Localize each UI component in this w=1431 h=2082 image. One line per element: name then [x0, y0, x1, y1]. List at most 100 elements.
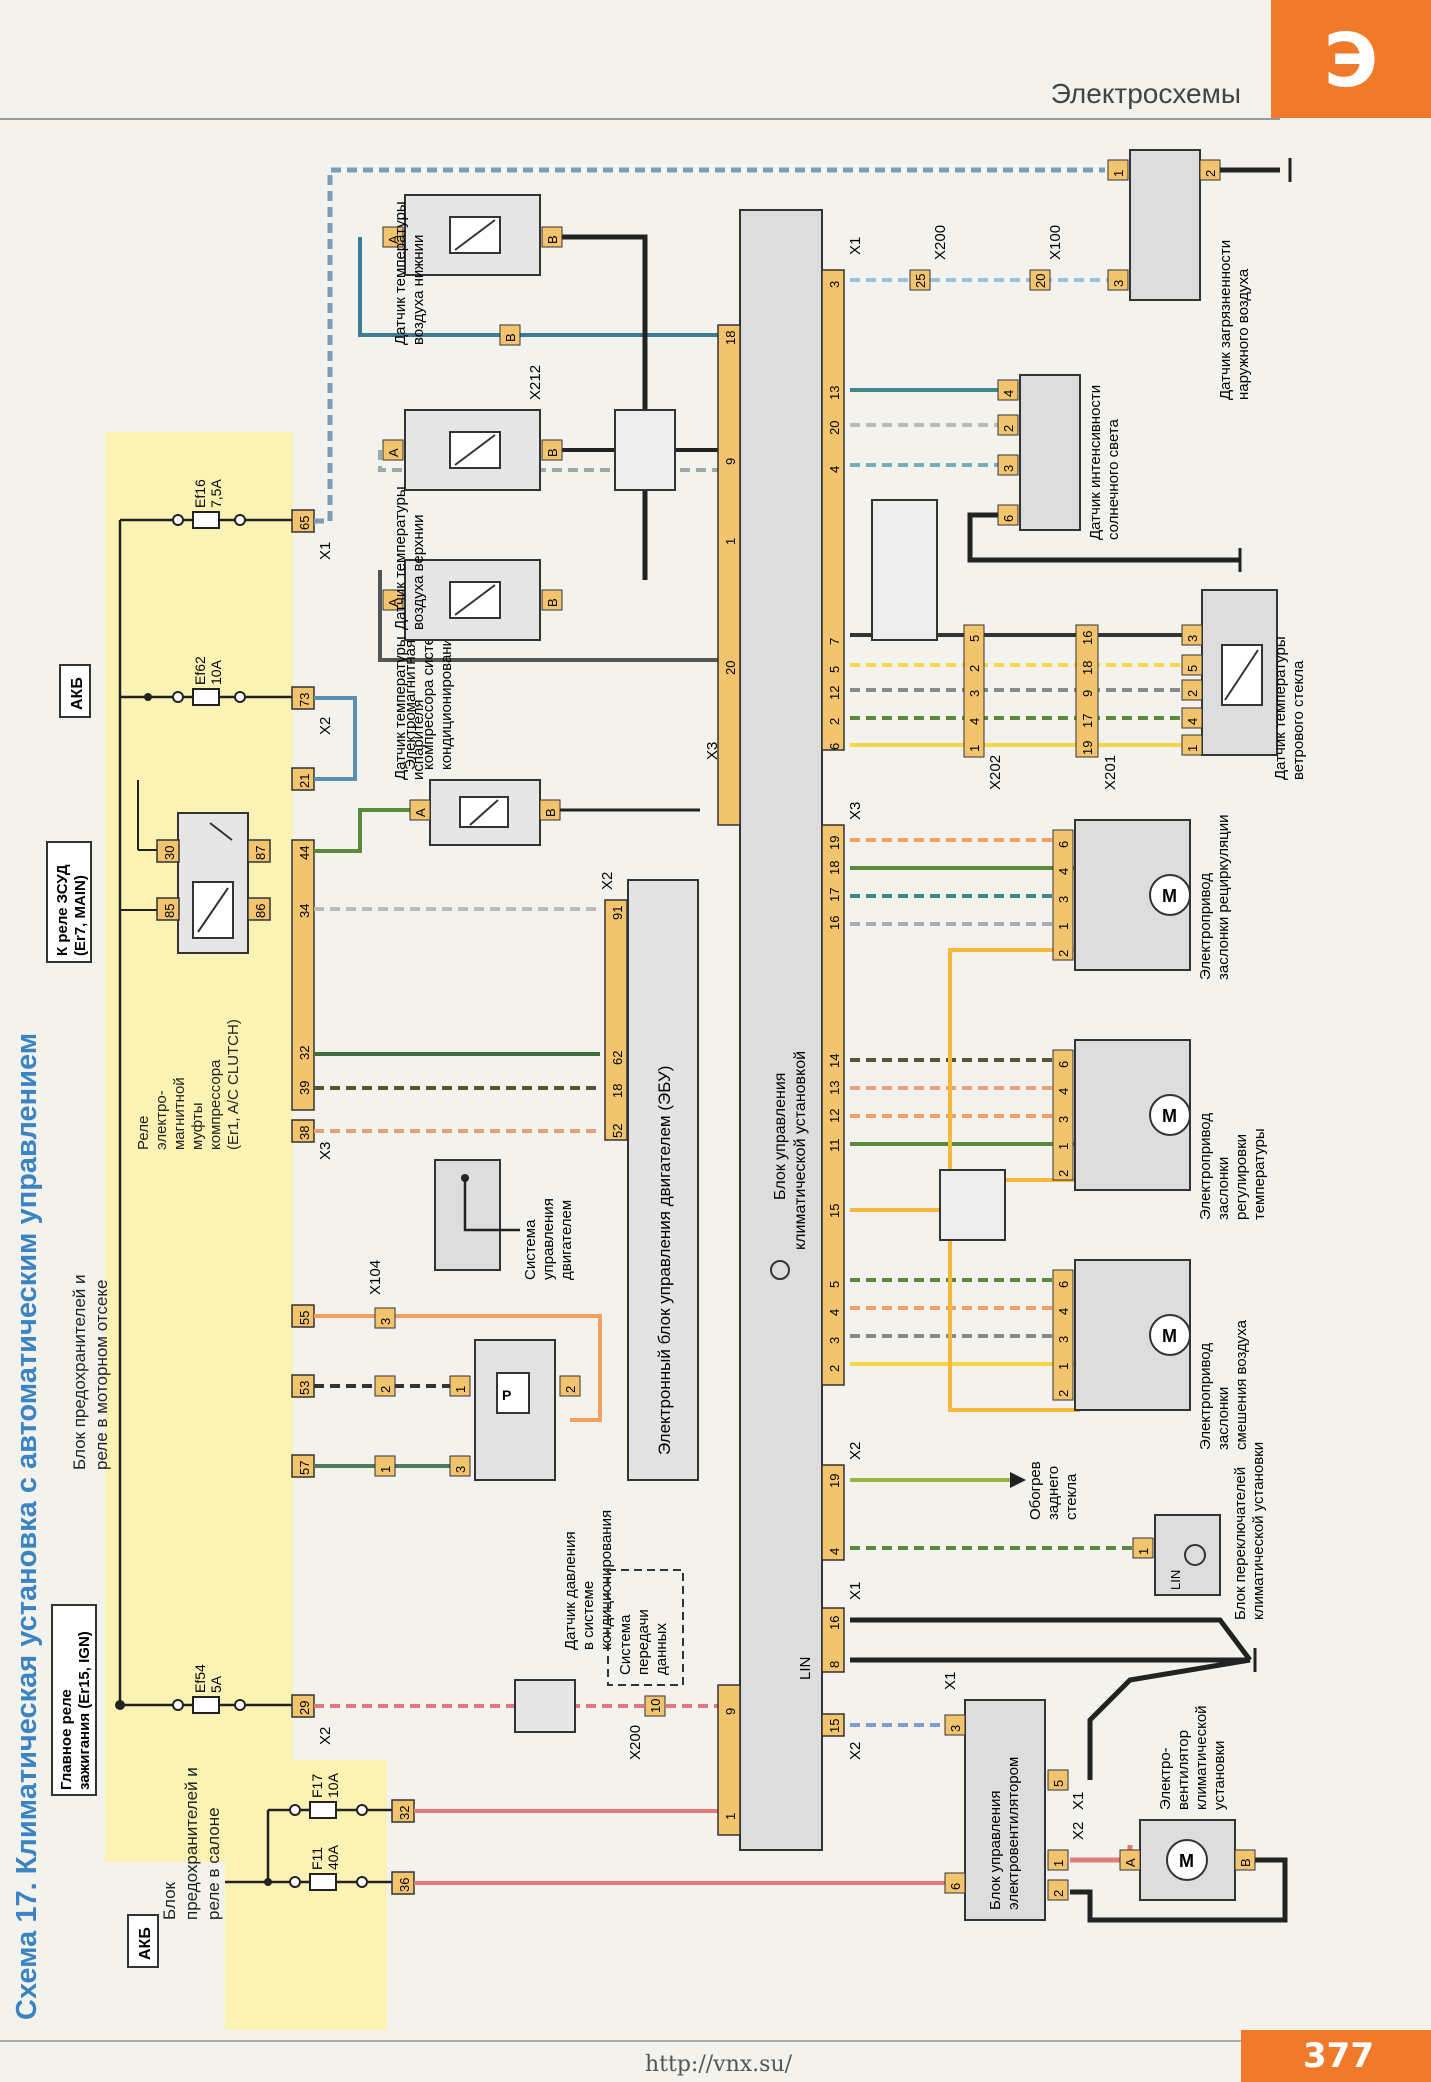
svg-text:LIN: LIN — [797, 1657, 814, 1680]
svg-text:X100: X100 — [1047, 225, 1064, 260]
wiring-diagram: Схема 17. Климатическая установка с авто… — [11, 149, 1307, 2030]
climate-control-unit: 18 9 1 20 X3 9 1 3 13 20 4 7 5 12 2 6 X1… — [704, 209, 864, 1851]
svg-text:5: 5 — [967, 635, 982, 642]
svg-text:2: 2 — [1203, 170, 1218, 177]
svg-text:B: B — [503, 333, 518, 342]
engine-block-connector: 65 73 21 44 34 32 39 38 55 53 57 29 X1 X… — [291, 509, 334, 1745]
svg-text:X2: X2 — [599, 872, 616, 890]
svg-text:компрессора системы: компрессора системы — [420, 616, 437, 770]
actuator-splice — [939, 1169, 1006, 1241]
svg-text:2: 2 — [378, 1386, 393, 1393]
svg-text:3: 3 — [1001, 465, 1016, 472]
svg-text:20: 20 — [827, 421, 842, 435]
svg-text:регулировки: регулировки — [1233, 1134, 1250, 1220]
svg-text:38: 38 — [297, 1126, 312, 1140]
footer-url[interactable]: http://vnx.su/ — [645, 2052, 793, 2077]
cabin-fuse-block-label: Блок предохранителей и реле в салоне — [160, 1767, 223, 1920]
svg-text:86: 86 — [253, 904, 268, 918]
svg-text:X1: X1 — [847, 1582, 864, 1600]
svg-text:X3: X3 — [704, 742, 721, 760]
svg-text:5: 5 — [827, 1281, 842, 1288]
svg-text:2: 2 — [563, 1386, 578, 1393]
svg-text:5: 5 — [827, 666, 842, 673]
svg-text:2: 2 — [1051, 1890, 1066, 1897]
svg-text:13: 13 — [827, 386, 842, 400]
svg-text:B: B — [1238, 1858, 1253, 1867]
svg-text:Датчик температуры: Датчик температуры — [1272, 636, 1289, 780]
svg-text:16: 16 — [1080, 631, 1095, 645]
svg-text:воздуха нижнии: воздуха нижнии — [410, 235, 427, 345]
svg-text:X1: X1 — [847, 237, 864, 255]
svg-text:Электронный блок управления дв: Электронный блок управления двигателем (… — [655, 1066, 674, 1455]
svg-text:4: 4 — [827, 1548, 842, 1555]
svg-text:Датчик температуры: Датчик температуры — [392, 636, 409, 780]
svg-text:стекла: стекла — [1063, 1473, 1080, 1520]
svg-text:1: 1 — [1136, 1548, 1151, 1555]
svg-text:15: 15 — [827, 1204, 842, 1218]
svg-text:X2: X2 — [847, 1742, 864, 1760]
svg-text:воздуха верхнии: воздуха верхнии — [410, 515, 427, 630]
svg-text:11: 11 — [827, 1139, 842, 1153]
svg-text:9: 9 — [723, 1708, 738, 1715]
svg-text:1: 1 — [453, 1386, 468, 1393]
svg-text:Электропривод: Электропривод — [1197, 1113, 1214, 1220]
svg-text:ветрового стекла: ветрового стекла — [1290, 660, 1307, 780]
svg-text:реле в моторном отсеке: реле в моторном отсеке — [92, 1280, 111, 1470]
svg-text:85: 85 — [162, 904, 177, 918]
svg-text:16: 16 — [827, 916, 842, 930]
svg-text:A: A — [386, 235, 401, 244]
sensor-splice — [614, 409, 676, 491]
svg-text:электро-: электро- — [153, 1090, 170, 1150]
svg-text:17: 17 — [1080, 714, 1095, 728]
svg-text:M: M — [1162, 1326, 1177, 1346]
svg-text:10A: 10A — [325, 1772, 341, 1798]
svg-text:2: 2 — [827, 1365, 842, 1372]
svg-text:Ef62: Ef62 — [192, 656, 208, 685]
svg-text:1: 1 — [723, 1813, 738, 1820]
svg-text:Датчик температуры: Датчик температуры — [392, 486, 409, 630]
svg-text:4: 4 — [1001, 390, 1016, 397]
svg-text:3: 3 — [1185, 635, 1200, 642]
svg-text:25: 25 — [913, 274, 928, 288]
svg-text:реле в салоне: реле в салоне — [204, 1807, 223, 1920]
svg-text:Блок: Блок — [160, 1881, 179, 1920]
svg-text:вентилятор: вентилятор — [1175, 1730, 1192, 1810]
engine-fuse-block-label: Блок предохранителей и реле в моторном о… — [70, 1275, 111, 1470]
battery-top: АКБ — [59, 664, 91, 718]
svg-text:40A: 40A — [325, 1844, 341, 1870]
svg-text:X200: X200 — [627, 1725, 644, 1760]
svg-text:(Er7, MAIN): (Er7, MAIN) — [72, 875, 89, 956]
svg-text:кондиционирования: кондиционирования — [598, 1510, 615, 1650]
svg-text:Реле: Реле — [135, 1116, 152, 1150]
svg-text:3: 3 — [827, 1337, 842, 1344]
svg-text:магнитной: магнитной — [171, 1077, 188, 1150]
main-relay-label: Главное реле зажигания (Er15, IGN) — [51, 1604, 97, 1796]
svg-text:АКБ: АКБ — [137, 1927, 154, 1960]
svg-text:5: 5 — [1051, 1780, 1066, 1787]
svg-text:зажигания (Er15, IGN): зажигания (Er15, IGN) — [76, 1631, 93, 1790]
svg-text:7: 7 — [827, 638, 842, 645]
svg-text:3: 3 — [1056, 1116, 1071, 1123]
svg-text:21: 21 — [297, 774, 312, 788]
svg-text:заслонки рециркуляции: заслонки рециркуляции — [1215, 815, 1232, 981]
svg-text:3: 3 — [1056, 1336, 1071, 1343]
svg-text:Датчик давления: Датчик давления — [562, 1531, 579, 1650]
svg-text:A: A — [413, 808, 428, 817]
svg-text:A: A — [1123, 1858, 1138, 1867]
svg-text:B: B — [545, 598, 560, 607]
svg-text:Ef16: Ef16 — [192, 479, 208, 508]
svg-text:Датчик температуры: Датчик температуры — [392, 201, 409, 345]
svg-text:65: 65 — [297, 516, 312, 530]
svg-text:5A: 5A — [208, 1675, 224, 1693]
